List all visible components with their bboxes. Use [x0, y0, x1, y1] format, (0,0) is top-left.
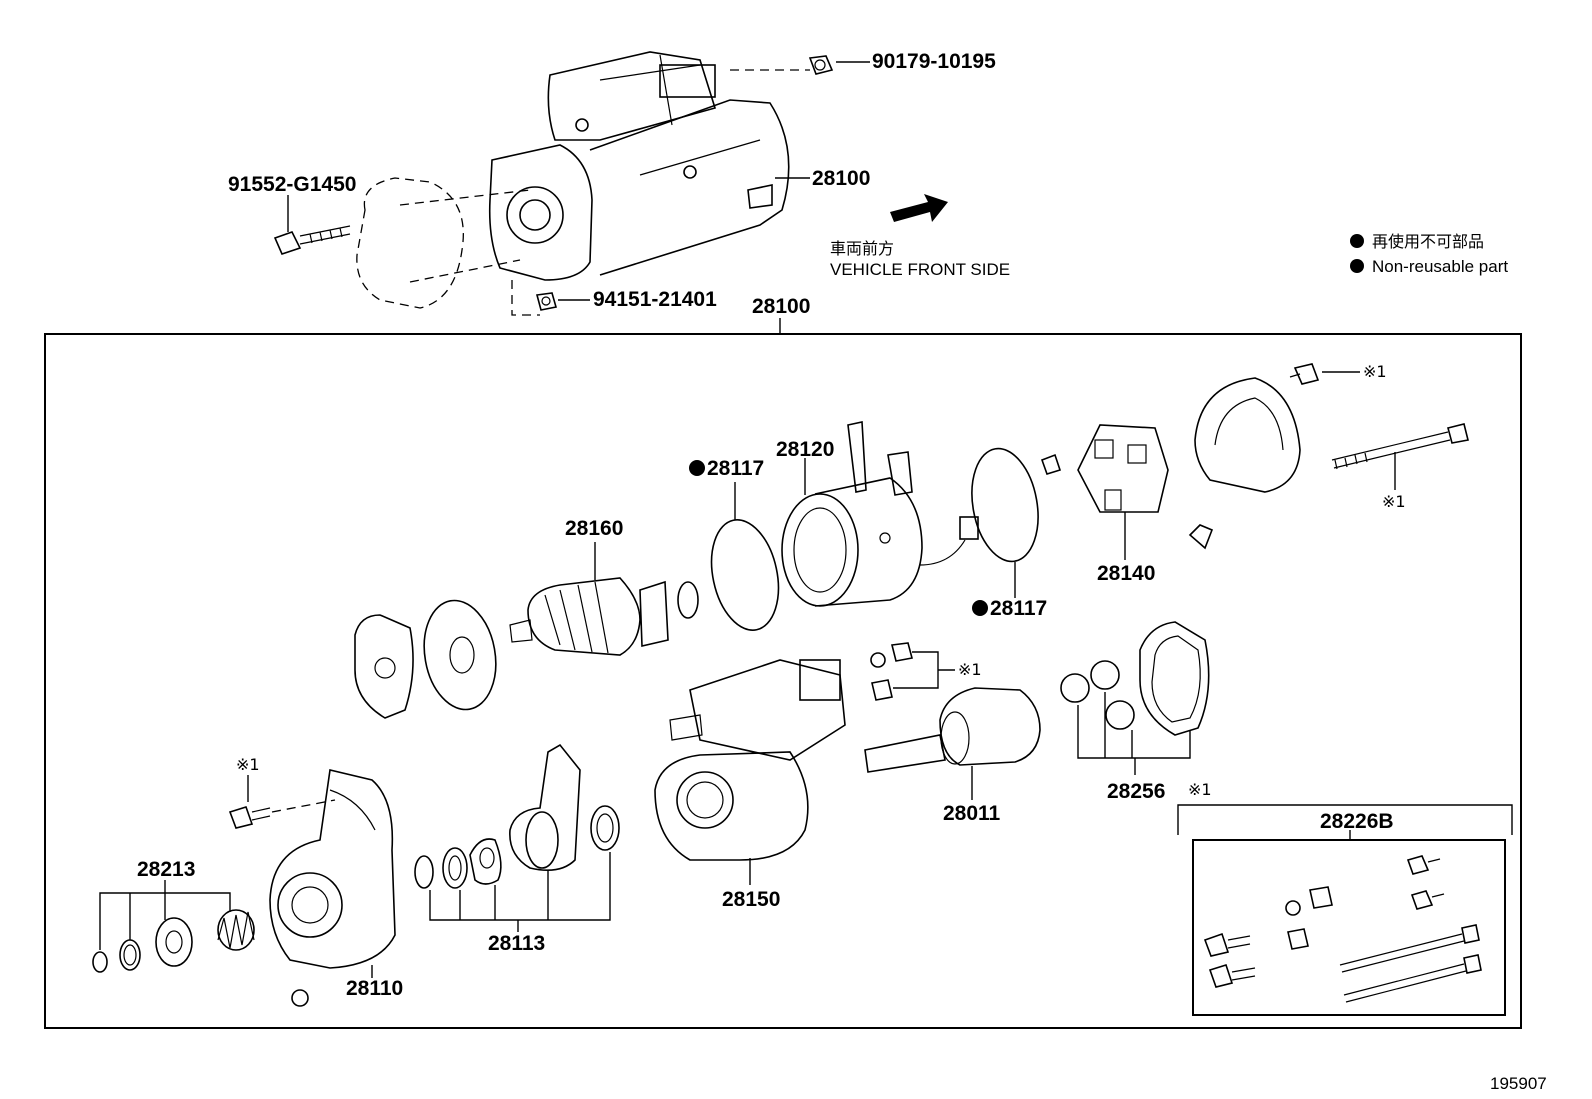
part-28150-housing	[654, 659, 846, 885]
part-28120-yoke	[781, 421, 979, 607]
legend-non-reusable-en: Non-reusable part	[1372, 257, 1508, 276]
part-28110-drive-housing	[269, 769, 396, 1007]
part-dust-washer	[423, 599, 497, 711]
label-28117-top: 28117	[707, 457, 764, 480]
label-ref1-top: ※1	[1363, 362, 1387, 381]
starter-assembly-illustration	[273, 51, 870, 316]
label-bolt-top-right: 90179-10195	[872, 50, 996, 73]
kit-frame-28226B	[1192, 839, 1506, 1016]
part-28011-pinion-shaft	[864, 687, 1041, 800]
legend: 再使用不可部品 Non-reusable part	[1350, 232, 1508, 276]
part-28117-gasket	[689, 460, 780, 631]
label-28117-right: 28117	[990, 597, 1047, 620]
label-28011: 28011	[943, 802, 1001, 825]
part-28113-lever-set	[414, 743, 620, 932]
part-cover-plate	[354, 614, 414, 719]
label-28140: 28140	[1097, 562, 1155, 585]
label-28226B: 28226B	[1320, 810, 1394, 833]
label-28256: 28256	[1107, 780, 1165, 803]
label-28160: 28160	[565, 517, 623, 540]
label-28120: 28120	[776, 438, 834, 461]
part-housing-bolt	[228, 775, 336, 829]
label-ref1-right: ※1	[1382, 492, 1406, 511]
label-28113: 28113	[488, 932, 545, 955]
label-ref1-left: ※1	[236, 755, 260, 774]
assembly-frame	[44, 333, 1522, 1029]
part-28256-gears	[1060, 621, 1210, 775]
part-end-frame	[1188, 363, 1469, 550]
label-28213: 28213	[137, 858, 195, 881]
direction-label-ja: 車両前方	[830, 239, 894, 258]
label-ref1-kit: ※1	[1188, 780, 1212, 799]
label-starter-top: 28100	[812, 167, 870, 190]
part-28213-clutch-set	[92, 880, 255, 973]
label-bolt-left: 91552-G1450	[228, 173, 356, 196]
part-nuts-set	[870, 642, 955, 701]
drawing-number: 195907	[1490, 1074, 1547, 1093]
non-reusable-dot-icon	[1350, 259, 1364, 273]
vehicle-front-arrow-icon	[890, 194, 948, 222]
part-28140-brush-holder	[1040, 424, 1169, 560]
label-assembly-box: 28100	[752, 295, 810, 318]
non-reusable-dot-icon	[1350, 234, 1364, 248]
kit-parts	[1203, 855, 1482, 1003]
part-28160-armature	[509, 542, 699, 656]
direction-label-en: VEHICLE FRONT SIDE	[830, 260, 1010, 279]
label-ref1-nuts: ※1	[958, 660, 982, 679]
label-nut-bottom: 94151-21401	[593, 288, 717, 311]
label-28110: 28110	[346, 977, 403, 1000]
legend-non-reusable-ja: 再使用不可部品	[1372, 232, 1484, 251]
part-28117-gasket-right	[971, 447, 1039, 616]
label-28150: 28150	[722, 888, 780, 911]
